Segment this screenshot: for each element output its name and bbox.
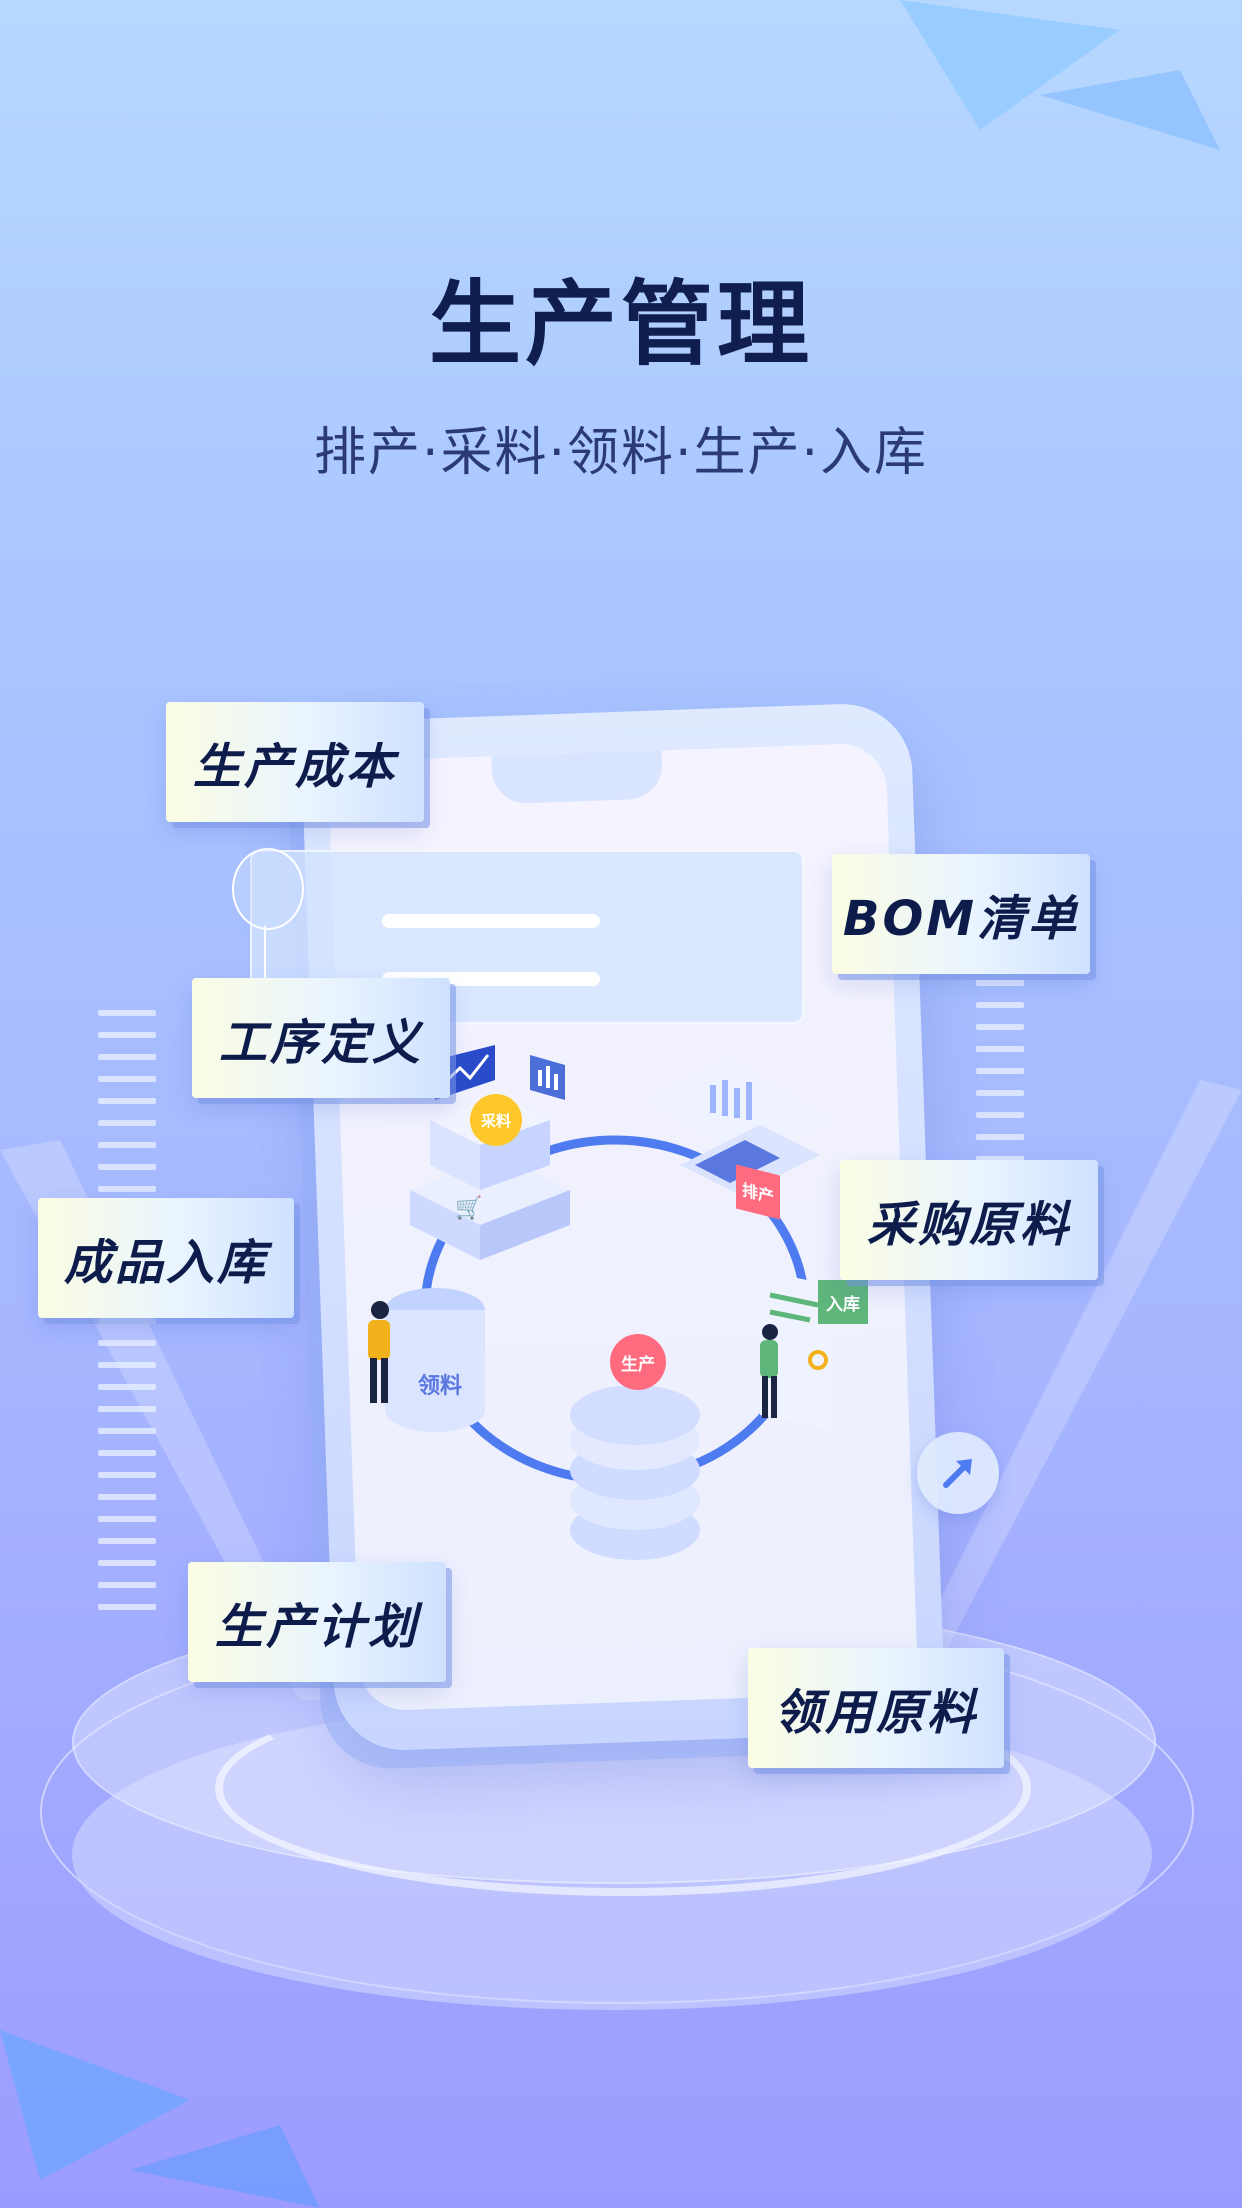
tag-process-definition: 工序定义 [192,978,450,1098]
badge-inbound: 入库 [818,1280,868,1324]
requisition-cylinder-icon [385,1288,485,1432]
bubble-string [264,926,266,986]
page-subtitle: 排产·采料·领料·生产·入库 [313,423,929,483]
laptop-icon [650,1060,830,1195]
tag-purchase-materials: 采购原料 [840,1160,1098,1280]
production-stack-icon [570,1385,700,1560]
bubble-decoration [232,848,304,930]
inbound-clipboard-icon [760,1270,830,1430]
stripe-decoration-left [98,1010,156,1626]
svg-text:🛒: 🛒 [455,1195,482,1221]
tag-finished-warehousing: 成品入库 [38,1198,294,1318]
paper-plane-decoration [900,0,1220,150]
badge-purchase: 采料 [470,1094,522,1146]
tag-bom-list: BOM清单 [832,854,1090,974]
production-cycle-illustration: 🛒 [368,1045,830,1560]
tag-production-plan: 生产计划 [188,1562,446,1682]
purchase-box-icon: 🛒 [410,1045,570,1260]
worker-figure-icon [368,1301,390,1403]
page-title: 生产管理 [428,271,813,378]
tag-production-cost: 生产成本 [166,702,424,822]
text-line-placeholder [382,914,600,928]
phone-notch [491,750,664,805]
badge-requisition: 领料 [417,1374,462,1399]
badge-production: 生产 [610,1334,666,1390]
platform-inner-ring [215,1680,1031,1896]
worker-figure-icon [760,1324,778,1418]
tag-requisition-materials: 领用原料 [748,1648,1004,1768]
arrow-icon [917,1432,999,1514]
paper-plane-decoration [0,2030,320,2208]
